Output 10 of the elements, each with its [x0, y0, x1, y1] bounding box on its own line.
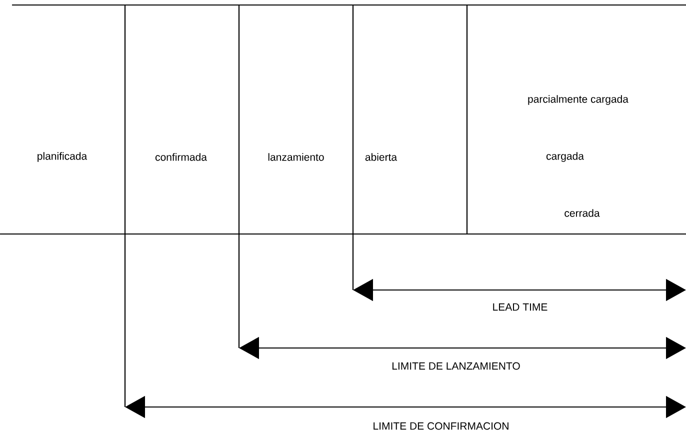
cell-text: parcialmente cargada [528, 95, 628, 105]
cell-text: confirmada [155, 153, 207, 161]
dimension-label: LEAD TIME [493, 303, 548, 311]
cell-text: abierta [365, 153, 398, 161]
cell-text: cargada [546, 152, 584, 162]
dimension-label: LIMITE DE LANZAMIENTO [392, 362, 520, 370]
dimension-label: LIMITE DE CONFIRMACION [374, 422, 508, 430]
cell-text: planificada [38, 152, 88, 162]
cell-text: cerrada [564, 209, 600, 217]
cell-text: lanzamiento [268, 153, 324, 161]
